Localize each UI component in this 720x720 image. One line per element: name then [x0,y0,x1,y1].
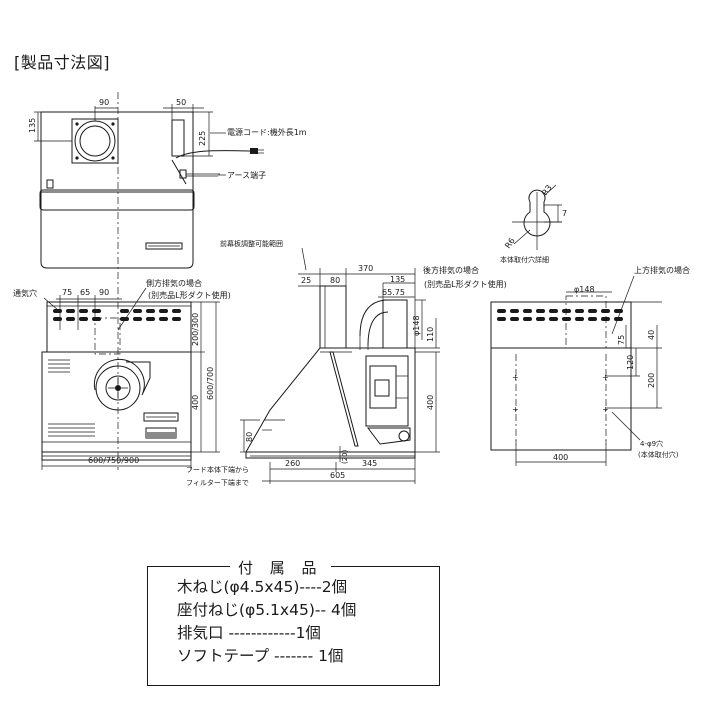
dim-65-75: 65.75 [382,288,405,297]
accessory-item: 木ねじ(φ4.5x45)----2個 [177,576,356,599]
accessory-leader: -- [314,601,331,619]
dim-25: 25 [301,276,311,285]
rear-view: + + + + 上方排気の場合 φ148 40 75 120 200 400 4… [490,265,690,466]
page-title: [製品寸法図] [14,53,110,72]
dim-90-top: 90 [99,98,109,107]
filter-bottom-label: フィルター下端まで [186,478,249,487]
accessory-leader: ------- [269,647,319,665]
dim-370: 370 [358,264,373,273]
holes-sub-label: (本体取付穴) [638,450,679,459]
dim-225-top: 225 [198,131,207,146]
dim-80-side: 80 [245,432,254,442]
air-hole-label: 通気穴 [13,288,37,298]
accessory-qty: 4個 [331,601,357,619]
dim-40-rear: 40 [647,330,656,340]
dim-200-300: 200/300 [191,313,200,346]
dim-400-front: 400 [191,395,200,410]
filter-stripes [48,359,95,437]
rear-exhaust-label: 後方排気の場合 [423,265,479,275]
dim-phi148-rear: φ148 [574,285,595,294]
top-exhaust-label: 上方排気の場合 [634,265,690,275]
accessory-name: 排気口 [177,624,224,642]
side-exhaust-label: 側方排気の場合 [146,278,202,288]
dim-345: 345 [362,459,377,468]
power-cord-label: 電源コード:機外長1m [227,127,307,137]
dim-605: 605 [330,471,345,480]
accessory-qty: 1個 [318,647,344,665]
accessory-qty: 1個 [295,624,321,642]
accessory-leader: ------------ [223,624,296,642]
accessory-name: 座付ねじ(φ5.1x45) [177,601,315,619]
accessory-item: 排気口 ------------1個 [177,622,356,645]
accessory-name: ソフトテープ [177,647,270,665]
accessory-item: ソフトテープ ------- 1個 [177,645,356,668]
front-view: 通気穴 側方排気の場合 (別売品L形ダクト使用) 75 65 90 200/30… [13,278,231,470]
rear-vent-slots [497,309,623,321]
dim-120-rear: 120 [626,355,635,370]
dim-400-rear: 400 [553,453,568,462]
radius-r3: R3 [540,183,553,197]
top-view: 135 90 50 225 電源コード:機外長1m アース端子 [28,92,307,470]
mount-hole-4: + [602,405,609,414]
dim-75-rear: 75 [617,335,626,345]
rear-exhaust-sub-label: (別売品L形ダクト使用) [424,279,507,289]
dim-90-front: 90 [99,288,109,297]
side-view: 前幕板調整可能範囲 後方排気の場合 (別売品L形ダクト使用) 25 80 370… [186,239,507,487]
dim-75-front: 75 [62,288,72,297]
accessory-leader: ---- [299,578,322,596]
dim-width-front: 600/750/900 [88,456,139,465]
dim-135-top: 135 [28,118,37,133]
hood-bottom-label: フード本体下端から [186,465,249,474]
accessory-name: 木ねじ(φ4.5x45) [177,578,300,596]
dim-20: (20) [341,449,349,464]
dim-600-700: 600/700 [206,367,215,400]
accessories-list: 木ねじ(φ4.5x45)----2個 座付ねじ(φ5.1x45)-- 4個 排気… [177,576,356,668]
ground-terminal-label: アース端子 [227,170,266,180]
mount-hole-3: + [512,405,519,414]
dim-135-side: 135 [390,275,405,284]
accessory-item: 座付ねじ(φ5.1x45)-- 4個 [177,599,356,622]
dim-65-front: 65 [80,288,90,297]
accessories-heading: 付 属 品 [230,557,331,578]
dim-400-side: 400 [426,395,435,410]
front-adjust-label: 前幕板調整可能範囲 [220,239,283,248]
mount-hole-2: + [602,373,609,382]
holes-label: 4-φ9穴 [640,439,663,448]
accessory-qty: 2個 [321,578,348,596]
dim-80: 80 [330,276,340,285]
mount-detail-label: 本体取付穴詳細 [500,255,549,264]
accessories-box: 付 属 品 木ねじ(φ4.5x45)----2個 座付ねじ(φ5.1x45)--… [147,557,440,686]
dim-110: 110 [426,327,435,342]
mount-hole-detail: R3 R6 7 本体取付穴詳細 [500,183,567,264]
vent-slots [53,309,181,321]
dim-200-rear: 200 [647,373,656,388]
mount-hole-1: + [512,373,519,382]
dim-7: 7 [562,209,567,218]
dim-phi148-side: φ148 [412,315,421,336]
radius-r6: R6 [503,236,516,250]
side-exhaust-sub-label: (別売品L形ダクト使用) [148,290,231,300]
dim-260: 260 [285,459,300,468]
dim-50-top: 50 [176,98,186,107]
